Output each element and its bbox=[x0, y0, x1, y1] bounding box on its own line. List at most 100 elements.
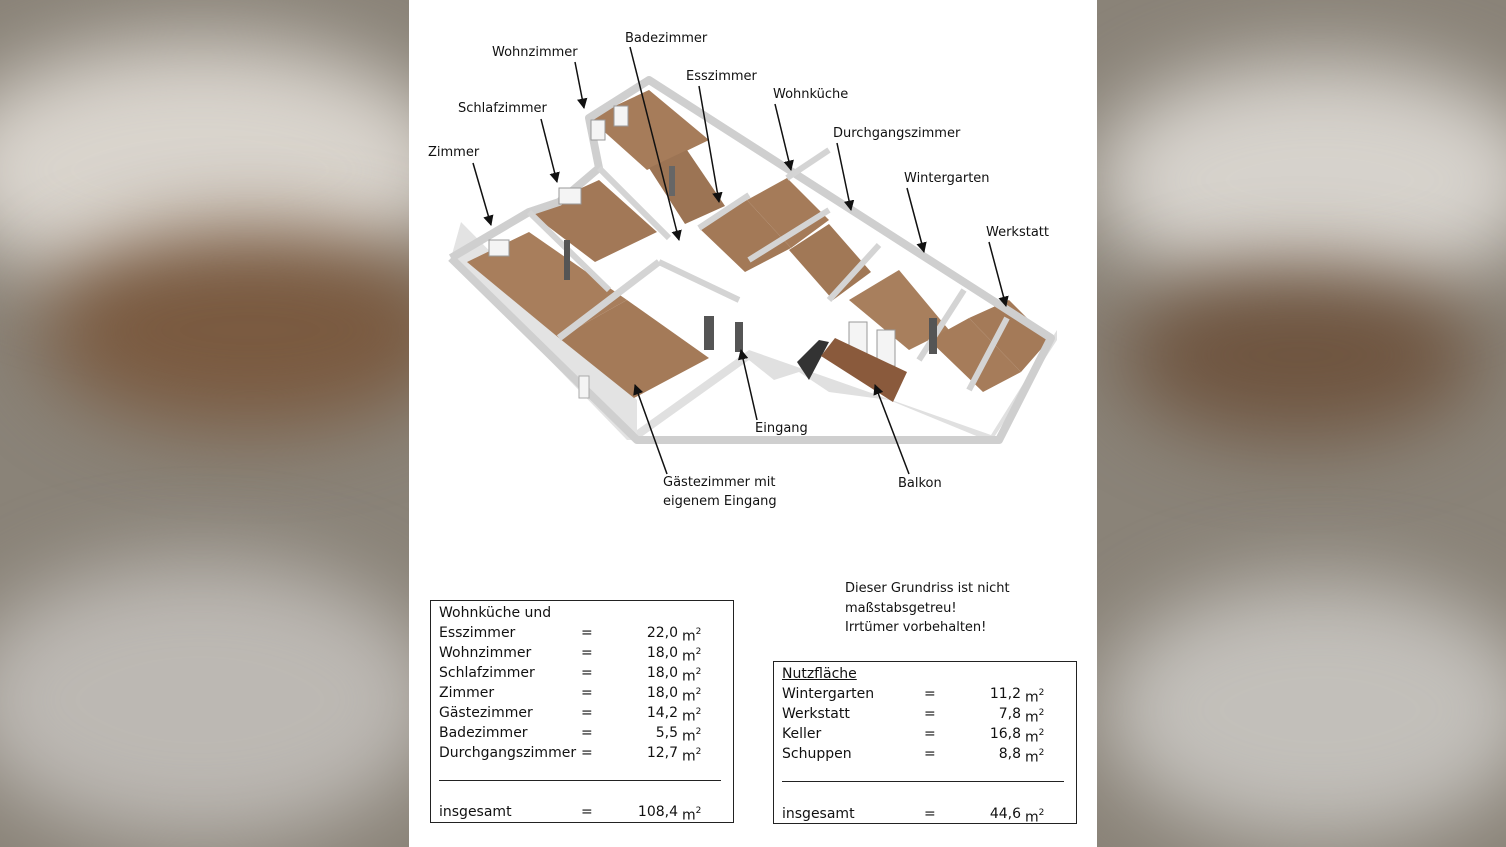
row-unit: m2 bbox=[682, 643, 701, 667]
row-unit: m2 bbox=[682, 663, 701, 687]
unit-exponent: 2 bbox=[1038, 748, 1045, 758]
background-blob bbox=[1120, 270, 1480, 440]
door bbox=[735, 322, 743, 352]
label-durchgangszimmer: Durchgangszimmer bbox=[833, 126, 961, 141]
arrow-badezimmer bbox=[629, 46, 682, 242]
unit-exponent: 2 bbox=[695, 687, 702, 697]
door bbox=[929, 318, 937, 354]
row-value: 108,4 bbox=[637, 804, 678, 820]
row-value: 14,2 bbox=[646, 705, 678, 721]
row-unit: m2 bbox=[682, 623, 701, 647]
label-wohnzimmer: Wohnzimmer bbox=[492, 45, 578, 60]
row-value: 18,0 bbox=[646, 665, 678, 681]
inner-wall bbox=[966, 316, 1010, 392]
row-name: Wintergarten bbox=[782, 686, 875, 702]
door bbox=[704, 316, 714, 350]
unit-text: m bbox=[682, 688, 696, 705]
row-equals: = bbox=[924, 686, 936, 702]
arrow-gaestezimmer bbox=[633, 384, 668, 475]
row-equals: = bbox=[581, 665, 593, 681]
inner-wall bbox=[916, 288, 967, 362]
background-blob bbox=[40, 230, 460, 430]
disclaimer-note: Dieser Grundriss ist nicht maßstabsgetre… bbox=[845, 579, 1010, 638]
row-equals: = bbox=[581, 625, 593, 641]
window bbox=[488, 239, 510, 257]
row-value: 8,8 bbox=[998, 746, 1021, 762]
unit-text: m bbox=[682, 648, 696, 665]
row-equals: = bbox=[924, 726, 936, 742]
row-name: Gästezimmer bbox=[439, 705, 533, 721]
arrow-balkon bbox=[873, 384, 910, 475]
unit-exponent: 2 bbox=[695, 627, 702, 637]
label-wohnkueche: Wohnküche bbox=[773, 87, 849, 102]
row-name: Esszimmer bbox=[439, 625, 516, 641]
floor-wohnkueche bbox=[747, 178, 829, 248]
row-name: Badezimmer bbox=[439, 725, 528, 741]
arrow-wohnzimmer bbox=[574, 61, 588, 110]
label-esszimmer: Esszimmer bbox=[686, 69, 757, 84]
note-line: Dieser Grundriss ist nicht bbox=[845, 581, 1010, 596]
label-badezimmer: Badezimmer bbox=[625, 31, 708, 46]
row-equals: = bbox=[924, 706, 936, 722]
row-name: Schuppen bbox=[782, 746, 852, 762]
note-line: Irrtümer vorbehalten! bbox=[845, 620, 987, 635]
heading-text: Wohnküche und bbox=[439, 605, 552, 621]
row-unit: m2 bbox=[1025, 744, 1044, 768]
inner-wall bbox=[556, 259, 662, 341]
unit-exponent: 2 bbox=[695, 707, 702, 717]
arrow-werkstatt bbox=[988, 241, 1009, 308]
inner-wall bbox=[596, 165, 672, 241]
inner-wall bbox=[785, 147, 831, 181]
unit-text: m bbox=[1025, 749, 1039, 766]
window bbox=[578, 375, 590, 399]
row-value: 7,8 bbox=[998, 706, 1021, 722]
unit-text: m bbox=[682, 628, 696, 645]
row-equals: = bbox=[924, 746, 936, 762]
row-unit: m2 bbox=[1025, 804, 1044, 828]
window bbox=[590, 119, 606, 141]
arrow-schlafzimmer bbox=[540, 118, 560, 184]
isometric-floorplan bbox=[448, 46, 1057, 475]
row-value: 18,0 bbox=[646, 685, 678, 701]
label-eingang: Eingang bbox=[755, 421, 808, 436]
floor-gaestezimmer bbox=[559, 300, 709, 398]
floor-zimmer bbox=[467, 232, 627, 338]
row-name: Werkstatt bbox=[782, 706, 850, 722]
floor-badezimmer bbox=[649, 150, 725, 224]
row-value: 16,8 bbox=[989, 726, 1021, 742]
row-name: Zimmer bbox=[439, 685, 495, 701]
inner-wall bbox=[657, 259, 741, 303]
row-equals: = bbox=[581, 685, 593, 701]
outer-wall-top bbox=[448, 76, 1055, 444]
unit-exponent: 2 bbox=[1038, 728, 1045, 738]
door bbox=[669, 166, 675, 196]
row-name: Keller bbox=[782, 726, 822, 742]
row-value: 44,6 bbox=[989, 806, 1021, 822]
row-name: Wohnzimmer bbox=[439, 645, 532, 661]
unit-text: m bbox=[682, 708, 696, 725]
inner-wall bbox=[697, 192, 751, 231]
row-equals: = bbox=[581, 645, 593, 661]
heading-text: Nutzfläche bbox=[782, 666, 857, 682]
background-blob bbox=[1090, 60, 1506, 300]
window bbox=[558, 187, 582, 205]
row-name: insgesamt bbox=[782, 806, 855, 822]
unit-text: m bbox=[682, 807, 696, 824]
floor-werkstatt-2 bbox=[969, 300, 1049, 372]
divider bbox=[439, 780, 721, 781]
unit-text: m bbox=[682, 728, 696, 745]
row-name: insgesamt bbox=[439, 804, 512, 820]
arrow-zimmer bbox=[472, 162, 494, 227]
unit-exponent: 2 bbox=[695, 727, 702, 737]
arrow-durchgangszimmer bbox=[836, 142, 855, 212]
inner-wall bbox=[826, 242, 882, 303]
unit-text: m bbox=[682, 668, 696, 685]
row-name: Durchgangszimmer bbox=[439, 745, 577, 761]
unit-exponent: 2 bbox=[1038, 688, 1045, 698]
label-balkon: Balkon bbox=[898, 476, 942, 491]
door bbox=[564, 240, 570, 280]
label-werkstatt: Werkstatt bbox=[986, 225, 1049, 240]
inner-wall bbox=[747, 207, 831, 263]
